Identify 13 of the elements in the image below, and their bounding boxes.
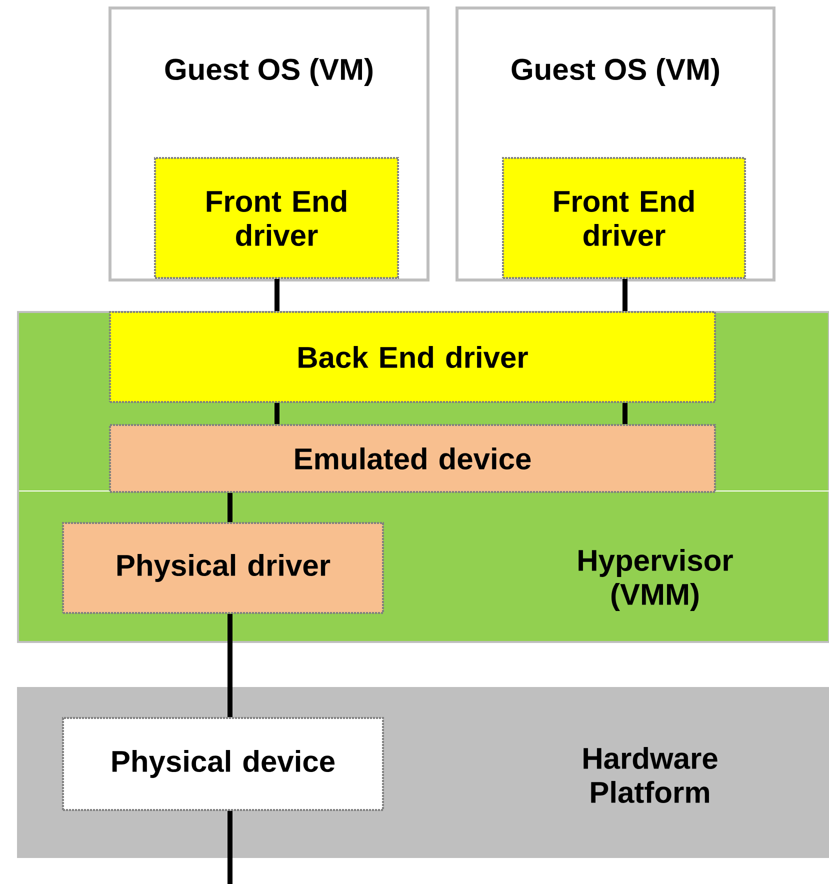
component-box: Physical device xyxy=(62,717,384,811)
component-box: Front End driver xyxy=(154,157,399,279)
component-box: Emulated device xyxy=(109,424,716,493)
connector-line xyxy=(228,811,232,884)
connector-line xyxy=(228,493,232,522)
component-box: Physical driver xyxy=(62,522,384,614)
connector-line xyxy=(274,279,280,311)
connector-line xyxy=(622,403,628,424)
connector-line xyxy=(622,279,628,311)
component-box: Back End driver xyxy=(109,311,716,403)
component-box: Front End driver xyxy=(502,157,746,279)
connector-line xyxy=(228,614,232,717)
connector-line xyxy=(274,403,280,424)
